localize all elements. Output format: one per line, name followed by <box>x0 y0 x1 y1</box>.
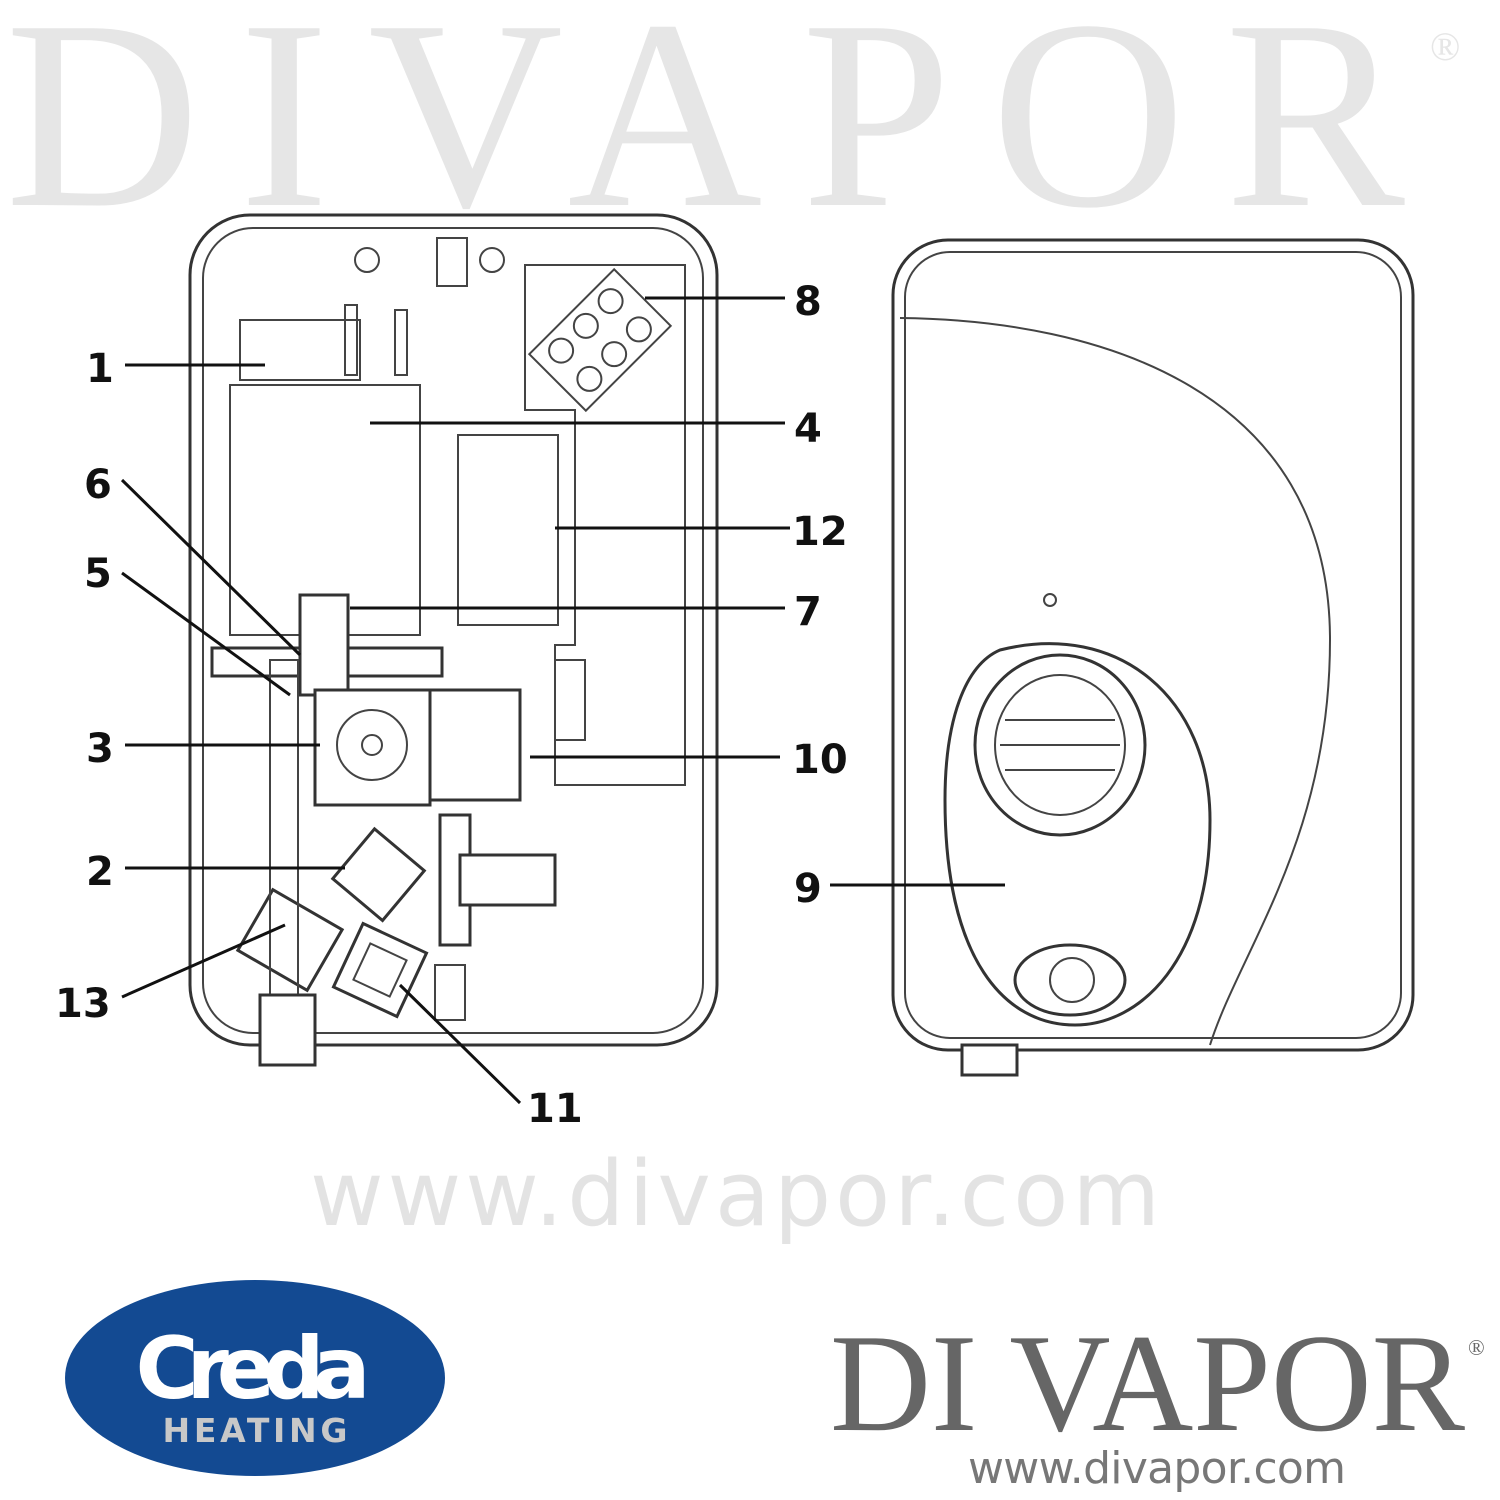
callout-7: 7 <box>794 589 822 635</box>
creda-logo-sub: HEATING <box>163 1411 348 1450</box>
callout-9: 9 <box>794 866 822 912</box>
shower-front-cover <box>891 238 1415 1077</box>
creda-heating-logo: Creda HEATING <box>65 1280 445 1476</box>
callout-5: 5 <box>84 551 112 597</box>
divapor-logo-url: www.divapor.com <box>968 1443 1346 1494</box>
callout-8: 8 <box>794 279 822 325</box>
watermark-brand: DIVAPOR <box>5 0 1406 264</box>
callout-13: 13 <box>55 981 111 1027</box>
creda-logo-text: Creda <box>136 1319 371 1419</box>
callout-2: 2 <box>86 849 114 895</box>
divapor-logo-registered: ® <box>1468 1335 1485 1360</box>
terminal-block <box>527 267 673 413</box>
callout-10: 10 <box>792 737 848 783</box>
divapor-logo: DI VAPOR ® www.divapor.com <box>830 1306 1485 1494</box>
callout-3: 3 <box>86 726 114 772</box>
divapor-logo-text: DI VAPOR <box>830 1306 1466 1461</box>
watermark-registered: ® <box>1430 24 1460 69</box>
callout-6: 6 <box>84 462 112 508</box>
callout-11: 11 <box>527 1086 583 1132</box>
shower-internal-view <box>188 213 719 1067</box>
callout-1: 1 <box>86 346 114 392</box>
callout-12: 12 <box>792 509 848 555</box>
watermark-url: www.divapor.com <box>310 1142 1160 1247</box>
callout-4: 4 <box>794 406 822 452</box>
